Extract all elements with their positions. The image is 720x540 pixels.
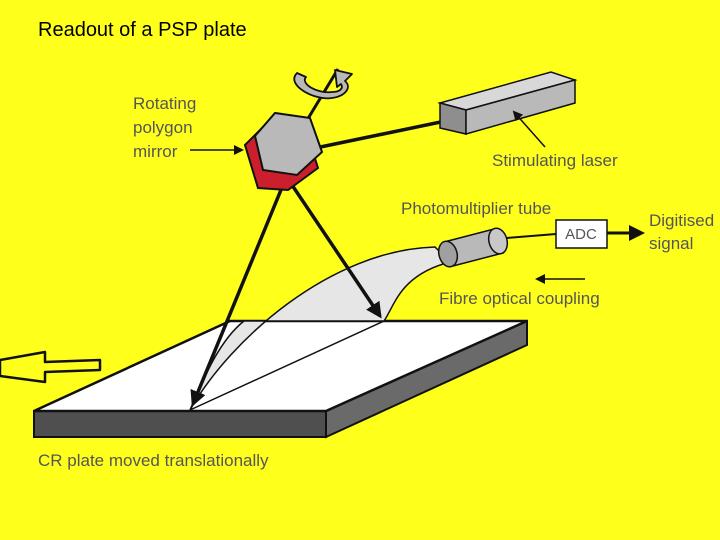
cr-plate <box>33 319 528 439</box>
slide-title: Readout of a PSP plate <box>38 19 247 41</box>
label-stimulating-laser: Stimulating laser <box>492 151 618 170</box>
fibre-optical-light-guide <box>189 246 452 411</box>
cr-plate-top-face <box>33 319 528 413</box>
label-digitised-line-1: Digitised <box>649 211 714 230</box>
laser-beam <box>303 116 461 156</box>
pmt-adc-connection <box>506 233 557 239</box>
mirror-front-face <box>253 111 324 177</box>
label-digitised-signal: Digitised signal <box>649 211 719 253</box>
stimulating-laser <box>437 71 578 135</box>
label-rotating-line-3: mirror <box>133 142 178 161</box>
rotation-arrow-icon <box>293 69 353 100</box>
scan-line <box>189 320 385 411</box>
cr-plate-front-face <box>33 410 327 438</box>
pmt-front-end <box>437 240 459 268</box>
label-cr-plate: CR plate moved translationally <box>38 451 269 470</box>
label-digitised-line-2: signal <box>649 234 693 253</box>
beam-right <box>290 184 382 319</box>
label-rotating-line-2: polygon <box>133 118 193 137</box>
adc-label: ADC <box>565 226 597 243</box>
label-fibre-optical-coupling: Fibre optical coupling <box>439 289 600 308</box>
label-photomultiplier-tube: Photomultiplier tube <box>401 199 551 218</box>
translation-arrow-icon <box>0 350 102 384</box>
label-rotating-line-1: Rotating <box>133 94 196 113</box>
label-rotating-polygon-mirror: Rotating polygon mirror <box>133 94 201 161</box>
beam-left <box>190 184 285 407</box>
rotating-polygon-mirror <box>243 111 324 192</box>
pmt-back-end <box>487 227 509 255</box>
photomultiplier-tube <box>437 227 509 268</box>
laser-side <box>465 79 576 135</box>
pointer-laser <box>512 110 546 148</box>
